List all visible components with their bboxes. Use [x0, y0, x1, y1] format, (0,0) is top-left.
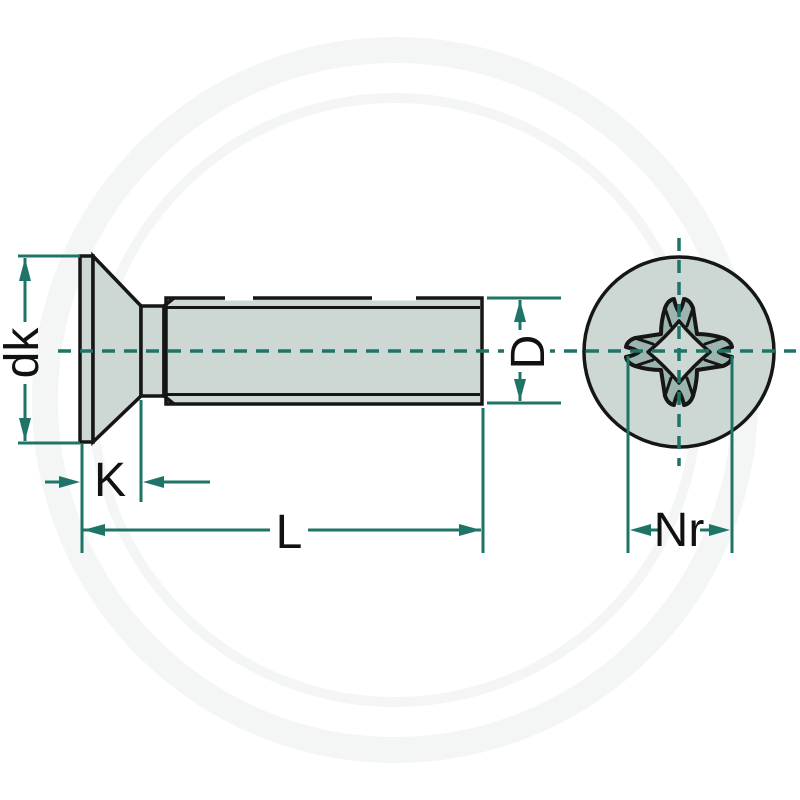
dimension-nr: Nr: [626, 356, 734, 557]
dim-label-nr: Nr: [654, 504, 705, 557]
dimension-dk: dk: [0, 254, 80, 445]
thread-gap-2: [372, 294, 416, 301]
l-arrow-right: [459, 524, 481, 536]
nr-arrow-right: [709, 524, 730, 536]
dim-label-d: D: [502, 335, 555, 370]
k-arrow-left-pointing: [143, 476, 164, 488]
dimension-d: D: [487, 296, 561, 405]
nr-arrow-left: [630, 524, 651, 536]
dk-arrow-down: [19, 418, 31, 441]
recess-facets-left: [633, 336, 655, 368]
dim-label-l: L: [276, 506, 303, 559]
head-cone: [91, 251, 143, 447]
dim-label-dk: dk: [0, 327, 49, 379]
l-arrow-left: [83, 524, 105, 536]
thread-chamfer-bottom: [162, 394, 176, 406]
dk-arrow-up: [19, 258, 31, 281]
d-label-backing: [504, 330, 550, 372]
recess-facets-down: [663, 376, 695, 398]
dim-label-k: K: [94, 454, 126, 507]
d-arrow-up: [514, 300, 526, 322]
thread-chamfer-top: [162, 296, 176, 308]
thread-gap-1: [225, 294, 253, 301]
recess-facets-right: [703, 336, 725, 368]
d-arrow-down: [514, 379, 526, 401]
head-face: [78, 254, 95, 444]
centerlines: [58, 238, 796, 466]
recess-facets-up: [663, 306, 695, 328]
k-arrow-right-pointing: [59, 476, 80, 488]
dimension-l: L: [80, 408, 485, 559]
dimension-k: K: [45, 400, 210, 507]
